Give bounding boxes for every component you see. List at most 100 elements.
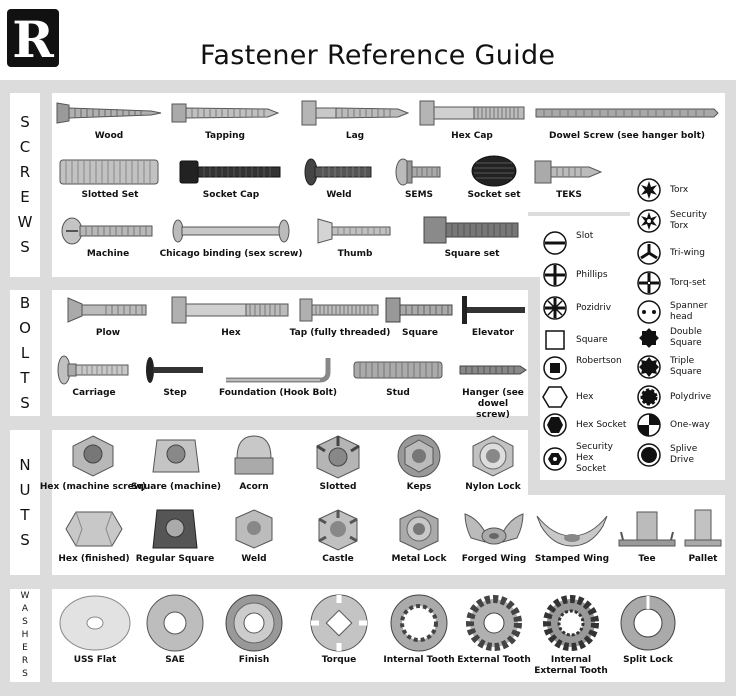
drive-label: Triple Square [670, 356, 702, 377]
spline-drive-icon [637, 443, 661, 467]
fastener-tapping-screw: Tapping [170, 97, 280, 142]
side-letter: U [19, 480, 31, 499]
fastener-label: Forged Wing [461, 554, 527, 564]
fastener-label: Torque [321, 655, 357, 665]
fastener-weld-nut: Weld [228, 506, 280, 565]
fastener-tee-nut: Tee [614, 506, 680, 565]
fastener-label: SEMS [404, 190, 434, 200]
fastener-metal-lock-nut: Metal Lock [392, 506, 446, 565]
fastener-wood-screw: Wood [55, 97, 163, 142]
fastener-label: Stud [386, 388, 410, 398]
fastener-label: Hex [221, 328, 241, 338]
one-way-drive-icon [637, 413, 661, 437]
fastener-sae-washer: SAE [140, 593, 210, 666]
fastener-internal-tooth-washer: Internal Tooth [383, 593, 455, 666]
square-drive-icon [545, 330, 565, 350]
fastener-slotted-nut: Slotted [310, 432, 366, 493]
fastener-label: Hanger (see dowel screw) [462, 388, 524, 420]
drive-hex: Hex [542, 384, 593, 410]
fastener-acorn-nut: Acorn [226, 432, 282, 493]
fastener-hex-cap-screw: Hex Cap [418, 97, 526, 142]
drive-splive-drive: Splive Drive [636, 442, 710, 468]
side-letter: T [20, 505, 30, 524]
fastener-castle-nut: Castle [312, 506, 364, 565]
drive-label: Torq-set [670, 277, 706, 288]
drive-label: Robertson [576, 355, 622, 366]
fastener-label: Hex (finished) [58, 554, 130, 564]
security-hex-socket-drive-icon [543, 446, 567, 471]
fastener-label: Carriage [72, 388, 116, 398]
drive-slot: Slot [542, 230, 593, 256]
fastener-stud-bolt: Stud [352, 354, 444, 399]
fastener-label: Plow [95, 328, 121, 338]
side-letter: E [22, 643, 28, 653]
fastener-carriage-bolt: Carriage [56, 354, 132, 399]
fastener-label: Square set [444, 249, 500, 259]
fastener-hanger-bolt: Hanger (see dowel screw) [458, 354, 528, 421]
side-letter: W [20, 591, 30, 601]
drive-torq-set: Torq-set [636, 270, 706, 296]
side-letter: S [22, 669, 28, 679]
fastener-external-tooth-washer: External Tooth [457, 593, 531, 666]
security-torx-drive-icon [637, 209, 661, 233]
fastener-chicago-binding-screw: Chicago binding (sex screw) [160, 215, 302, 260]
drive-label: Slot [576, 230, 594, 241]
fastener-label: External Tooth [457, 655, 531, 665]
side-letter: B [19, 293, 31, 312]
side-letter: O [19, 318, 31, 337]
torx-drive-icon [637, 178, 661, 202]
side-letter: E [20, 188, 30, 206]
drive-tri-wing: Tri-wing [636, 240, 705, 266]
fastener-socket-cap-screw: Socket Cap [178, 156, 284, 201]
fastener-label: Lag [345, 131, 365, 141]
fastener-label: SAE [165, 655, 185, 665]
fastener-label: Hex Cap [451, 131, 493, 141]
nuts-side-label: N U T S [10, 430, 40, 575]
side-letter: T [20, 368, 30, 387]
polydrive-drive-icon [637, 385, 661, 409]
drive-label: Security Hex Socket [576, 442, 613, 474]
double-square-drive-icon [639, 328, 659, 348]
hex-drive-icon [542, 386, 568, 408]
fastener-label: Square (machine) [130, 482, 222, 492]
fastener-weld-screw: Weld [303, 156, 375, 201]
drive-spanner-head: Spanner head [636, 299, 710, 325]
side-letter: A [21, 604, 29, 614]
fastener-label: Tapping [205, 131, 245, 141]
fastener-label: Stamped Wing [534, 554, 610, 564]
drive-security-hex-socket: Security Hex Socket [542, 442, 626, 475]
robertson-drive-icon [543, 356, 567, 380]
fastener-step-bolt: Step [144, 354, 206, 399]
page-title: Fastener Reference Guide [200, 40, 556, 71]
fastener-nylon-lock-nut: Nylon Lock [464, 432, 522, 493]
drive-security-torx: Security Torx [636, 208, 710, 234]
screws-side-label: S C R E W S [10, 93, 40, 277]
drive-label: Double Square [670, 327, 702, 348]
fastener-machine-screw: Machine [60, 215, 156, 260]
drive-label: Hex [576, 391, 594, 402]
fastener-label: Square [402, 328, 438, 338]
side-letter: N [19, 455, 31, 474]
fastener-label: Elevator [471, 328, 515, 338]
fastener-split-lock-washer: Split Lock [614, 593, 682, 666]
drive-label: Hex Socket [576, 419, 627, 430]
fastener-socket-set-screw: Socket set [467, 154, 521, 201]
fastener-label: Thumb [337, 249, 373, 259]
drive-label: Pozidriv [576, 302, 612, 313]
drive-polydrive: Polydrive [636, 384, 711, 410]
side-letter: R [21, 656, 29, 666]
fastener-dowel-screw: Dowel Screw (see hanger bolt) [534, 97, 720, 142]
fastener-elevator-bolt: Elevator [458, 294, 528, 339]
torq-set-drive-icon [637, 271, 661, 295]
fastener-label: Acorn [239, 482, 269, 492]
drive-label: Polydrive [670, 391, 712, 402]
drive-label: Tri-wing [670, 247, 705, 258]
fastener-square-machine-nut: Square (machine) [131, 432, 221, 493]
side-letter: W [17, 213, 33, 231]
fastener-tap-bolt: Tap (fully threaded) [290, 294, 390, 339]
fastener-label: Regular Square [135, 554, 215, 564]
logo-letter: R [12, 10, 54, 67]
fastener-pallet-nut: Pallet [680, 506, 726, 565]
fastener-label: Slotted Set [81, 190, 139, 200]
slot-drive-icon [543, 231, 567, 255]
